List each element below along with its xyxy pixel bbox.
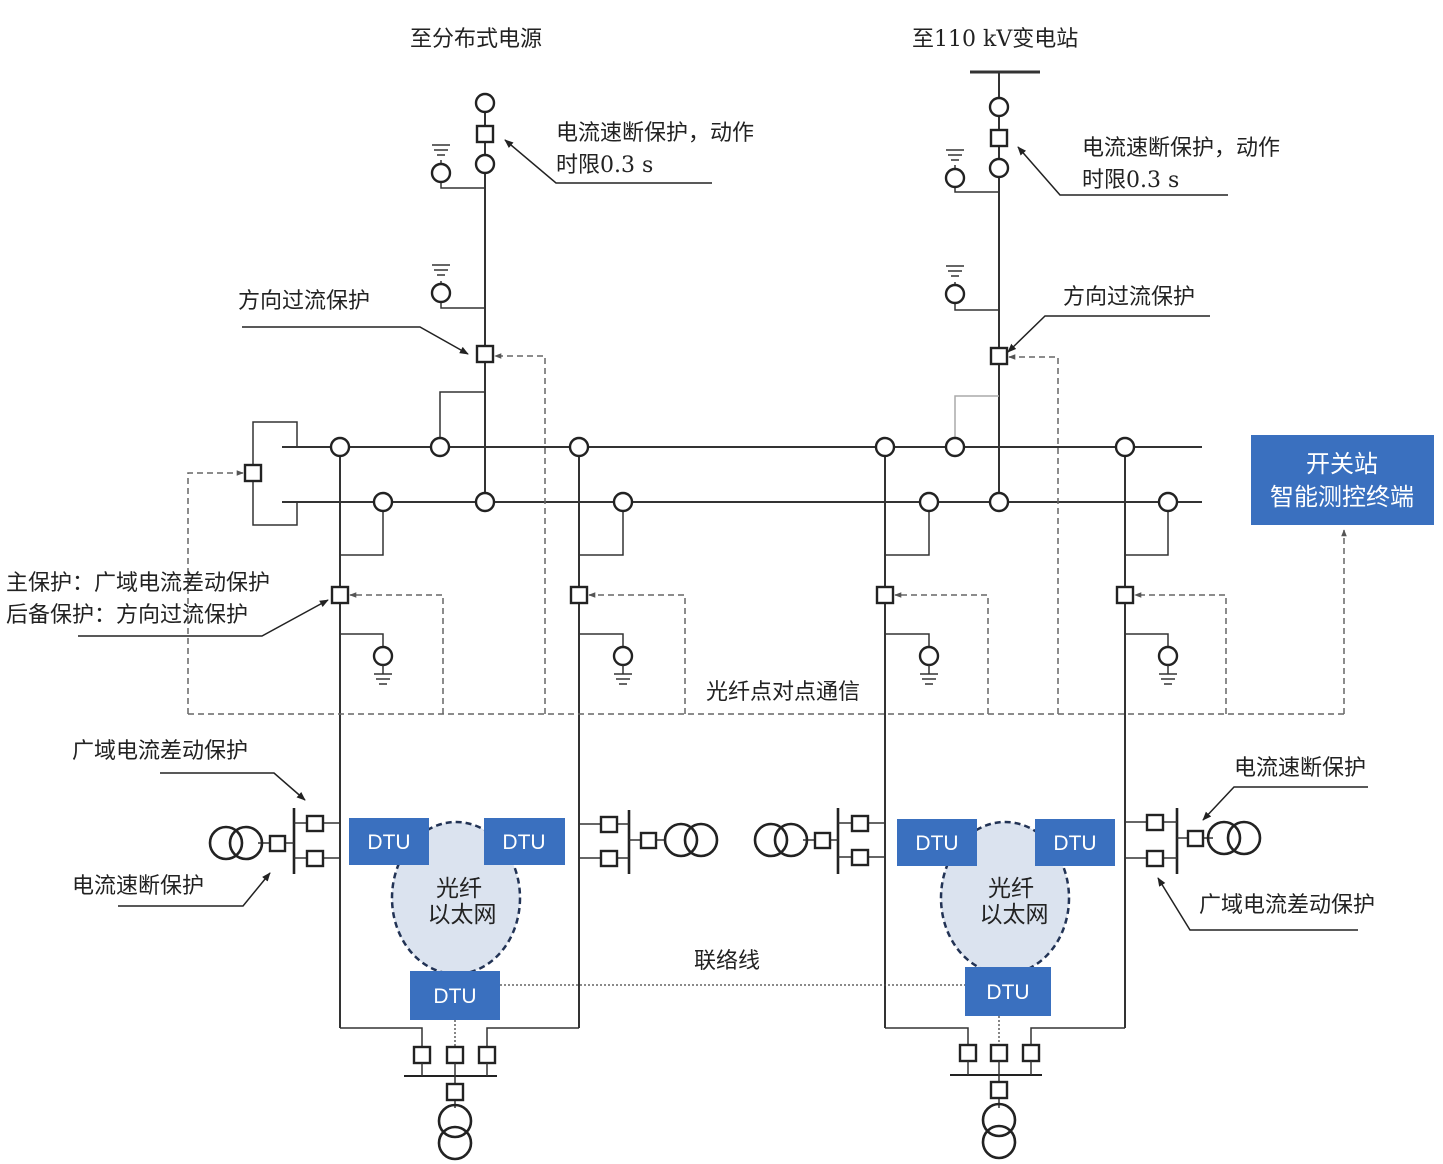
terminal-label-2: 智能测控终端 xyxy=(1270,483,1414,511)
label-fiber-p2p: 光纤点对点通信 xyxy=(706,680,860,705)
earth-switch xyxy=(944,167,966,189)
bus-node xyxy=(474,491,496,513)
feeder-distributed-source xyxy=(429,92,496,513)
breaker xyxy=(989,128,1009,148)
bus-coupler-breaker xyxy=(243,463,263,483)
transformer-icon xyxy=(437,1103,473,1139)
svg-text:DTU: DTU xyxy=(915,832,958,855)
transformer-icon xyxy=(981,1102,1017,1138)
transformer-icon xyxy=(1206,820,1242,856)
fiber-p2p-links xyxy=(187,353,1347,715)
breaker xyxy=(475,344,495,364)
svg-text:DTU: DTU xyxy=(367,831,410,854)
svg-text:DTU: DTU xyxy=(1053,832,1096,855)
bus-node xyxy=(988,491,1010,513)
svg-text:以太网: 以太网 xyxy=(980,902,1049,928)
cloud-label-1: 光纤 xyxy=(436,876,482,902)
dtu-box xyxy=(1035,819,1115,866)
label-main-protection: 主保护：广域电流差动保护 xyxy=(6,571,270,596)
transformer-icon xyxy=(208,825,244,861)
feeder-breaker xyxy=(330,585,350,605)
label-quick-break-bottom-left: 电流速断保护 xyxy=(72,874,204,899)
breaker xyxy=(475,124,495,144)
terminal-label-1: 开关站 xyxy=(1306,450,1378,478)
label-quick-break-left-1: 电流速断保护，动作 xyxy=(556,121,754,146)
dtu-box xyxy=(410,971,500,1020)
disconnector-node xyxy=(474,92,496,114)
label-tie-line: 联络线 xyxy=(694,949,760,974)
label-wide-area-left: 广域电流差动保护 xyxy=(72,739,248,764)
labels: 至分布式电源 至110 kV变电站 电流速断保护，动作 时限0.3 s 电流速断… xyxy=(6,27,1375,974)
leader-lines xyxy=(78,139,1368,931)
left-ring-main-unit: 光纤 以太网 DTU DTU DTU xyxy=(208,808,719,1161)
transformer-icon xyxy=(663,822,699,858)
feeder-breaker xyxy=(569,585,589,605)
earth-switch xyxy=(430,282,452,304)
breaker xyxy=(989,346,1009,366)
outgoing-feeders xyxy=(329,436,1179,1028)
svg-text:DTU: DTU xyxy=(986,981,1029,1004)
label-top-left: 至分布式电源 xyxy=(410,27,542,52)
disconnector-node xyxy=(474,153,496,175)
label-quick-break-left-2: 时限0.3 s xyxy=(556,153,653,178)
dtu-box xyxy=(965,967,1051,1016)
label-quick-break-right-2: 时限0.3 s xyxy=(1082,168,1179,193)
earth-switch xyxy=(944,283,966,305)
bus-node xyxy=(944,436,966,458)
feeder-breaker xyxy=(875,585,895,605)
label-quick-break-right-1: 电流速断保护，动作 xyxy=(1082,136,1280,161)
label-top-right: 至110 kV变电站 xyxy=(912,27,1078,52)
earth-switch xyxy=(430,162,452,184)
label-dir-overcurrent-right: 方向过流保护 xyxy=(1063,285,1195,310)
label-wide-area-right: 广域电流差动保护 xyxy=(1199,893,1375,918)
svg-text:DTU: DTU xyxy=(433,985,476,1008)
disconnector-node xyxy=(988,157,1010,179)
switch-station-terminal xyxy=(1251,435,1434,525)
disconnector-node xyxy=(988,96,1010,118)
label-backup-protection: 后备保护：方向过流保护 xyxy=(6,603,248,628)
label-dir-overcurrent-left: 方向过流保护 xyxy=(238,289,370,314)
dtu-box xyxy=(484,818,565,865)
dtu-box xyxy=(349,818,429,865)
feeder-breaker xyxy=(1115,585,1135,605)
right-ring-main-unit: 光纤 以太网 DTU DTU DTU xyxy=(753,808,1262,1160)
cloud-label-2: 以太网 xyxy=(428,902,497,928)
bus-node xyxy=(429,436,451,458)
label-quick-break-bottom-right: 电流速断保护 xyxy=(1234,756,1366,781)
dtu-box xyxy=(897,819,977,866)
svg-text:DTU: DTU xyxy=(502,831,545,854)
feeder-110kv-substation xyxy=(944,70,1040,513)
svg-text:光纤: 光纤 xyxy=(988,876,1034,902)
transformer-icon xyxy=(753,822,789,858)
